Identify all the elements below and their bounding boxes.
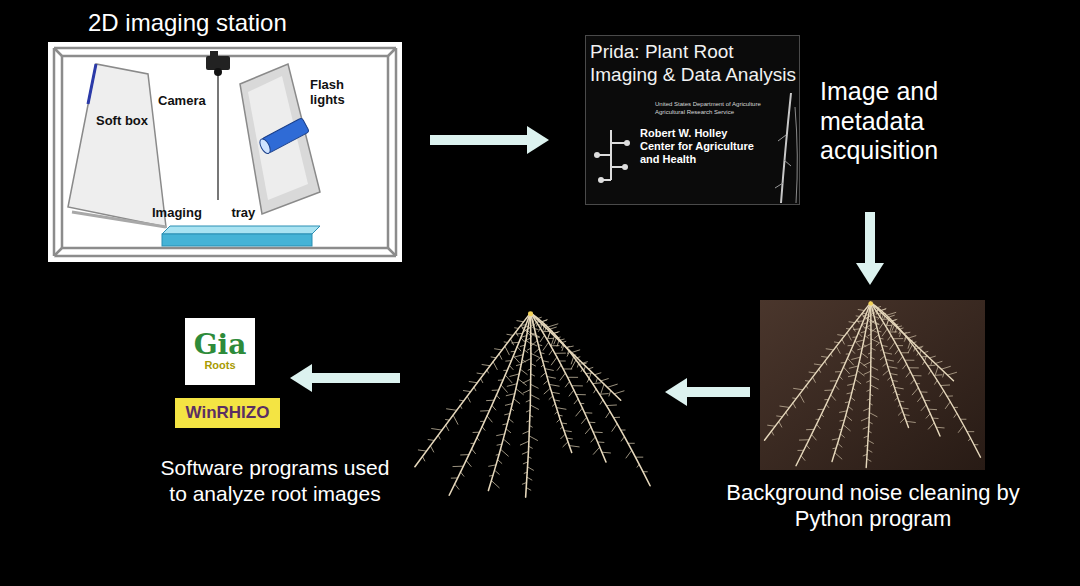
root-photo: Background noise cleaning by Python prog… [760,300,985,470]
flow-arrow [856,212,884,285]
imaging-station: 2D imaging stationSoft boxCameraFlash li… [48,42,402,262]
logo-title: Prida: Plant Root Imaging & Data Analysi… [590,41,800,87]
center-name: Robert W. Holley Center for Agriculture … [640,127,765,167]
imaging-station-drawing [48,42,402,262]
part-label: Soft box [96,114,148,129]
logo-text: WinRHIZO [186,403,270,423]
software-step: Prida: Plant Root Imaging & Data Analysi… [585,35,1010,205]
agency-text: United States Department of Agriculture … [655,101,790,117]
flow-arrow [430,126,549,154]
logo-text: Roots [204,359,235,371]
logo-text: Gia [194,331,247,359]
cleaned-root-image [415,311,650,497]
software-screenshot [586,36,800,205]
logo-box: WinRHIZO [175,398,280,428]
flow-arrow [290,364,750,406]
part-label: Flash lights [310,78,366,107]
station-title: 2D imaging station [88,10,287,36]
part-label: Imaging tray [152,206,255,221]
step-caption: Background noise cleaning by Python prog… [708,480,1038,533]
step-caption: Software programs used to analyze root i… [155,455,395,506]
root-photo-image [760,300,985,470]
software-group: Software programs used to analyze root i… [172,314,288,432]
logo-box: GiaRoots [185,318,255,385]
step-caption: Image and metadata acquisition [820,77,980,166]
part-label: Camera [158,94,206,109]
